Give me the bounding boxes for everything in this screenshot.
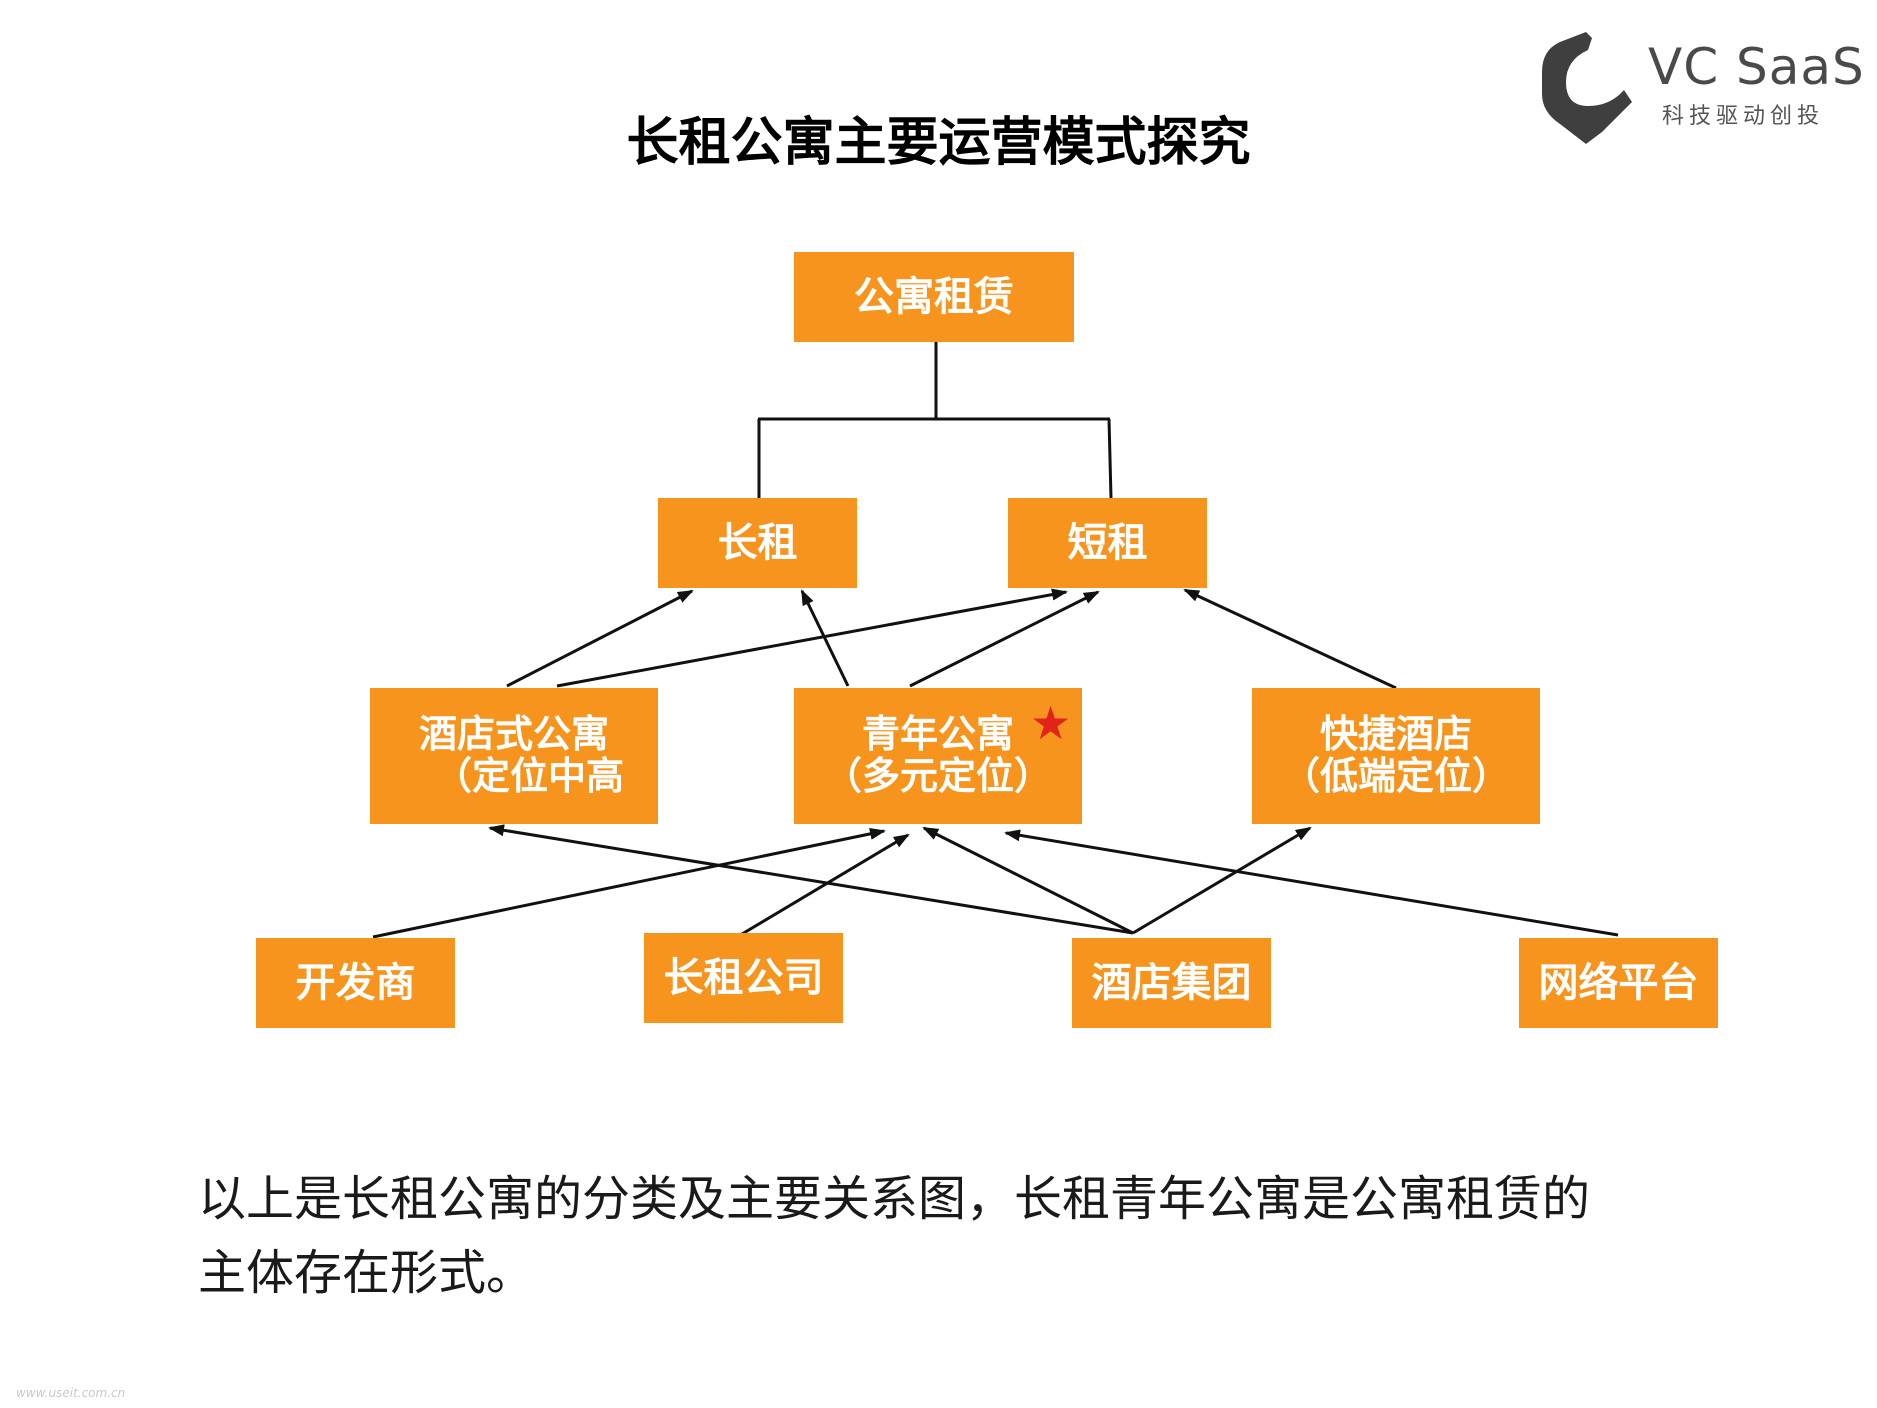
node-label-line1: 青年公寓 [861, 712, 1014, 757]
node-label: 长租 [717, 520, 798, 566]
page-title: 长租公寓主要运营模式探究 [626, 113, 1251, 173]
node-developer: 开发商 [256, 938, 455, 1028]
node-label-line2: （多元定位） [823, 754, 1052, 798]
node-long-rent: 长租 [658, 498, 857, 588]
node-label: 长租公司 [663, 955, 824, 1001]
caption-line2: 主体存在形式。 [198, 1245, 535, 1301]
bracket-short-rent-drop [1107, 418, 1113, 499]
vc-saas-logo: VC SaaS 科技驱动创投 [1540, 28, 1864, 148]
edge-long-rent-company-youth-apartment [736, 833, 910, 939]
node-budget-hotel: 快捷酒店 （低端定位） [1252, 688, 1540, 824]
edge-hotel-apartment-long-rent [506, 589, 694, 688]
edge-hotel-group-hotel-apartment [488, 824, 1134, 935]
edge-hotel-group-youth-apartment [922, 826, 1134, 935]
caption-line1: 以上是长租公寓的分类及主要关系图，长租青年公寓是公寓租赁的 [198, 1171, 1591, 1227]
node-apartment-rental: 公寓租赁 [794, 252, 1074, 342]
node-label-line2: （定位中高 [433, 754, 624, 798]
edge-budget-hotel-short-rent [1183, 588, 1397, 690]
node-label: 网络平台 [1538, 960, 1699, 1006]
node-youth-apartment: 青年公寓 （多元定位） [794, 688, 1082, 824]
logo-tagline: 科技驱动创投 [1662, 104, 1825, 129]
node-hotel-apartment: 酒店式公寓 （定位中高 [370, 688, 658, 824]
node-online-platform: 网络平台 [1519, 938, 1718, 1028]
logo-mark-icon [1542, 32, 1632, 144]
logo-name: VC SaaS [1648, 38, 1865, 96]
edge-hotel-group-budget-hotel [1132, 826, 1312, 935]
caption-text: 以上是长租公寓的分类及主要关系图，长租青年公寓是公寓租赁的 主体存在形式。 [198, 1162, 1718, 1310]
node-hotel-group: 酒店集团 [1072, 938, 1271, 1028]
node-label-line1: 酒店式公寓 [418, 712, 609, 757]
edge-online-platform-youth-apartment [1004, 829, 1619, 937]
node-label: 短租 [1067, 520, 1148, 566]
edge-developer-youth-apartment [372, 827, 886, 939]
star-icon: ★ [1030, 696, 1072, 750]
node-label-line2: （低端定位） [1281, 754, 1510, 798]
node-label: 酒店集团 [1091, 960, 1252, 1006]
node-label-line1: 快捷酒店 [1319, 712, 1472, 757]
edge-youth-apartment-short-rent [909, 590, 1100, 688]
node-label: 开发商 [295, 960, 416, 1006]
node-label: 公寓租赁 [854, 274, 1014, 320]
edge-youth-apartment-long-rent [800, 589, 850, 687]
node-short-rent: 短租 [1008, 498, 1207, 588]
watermark: www.useit.com.cn [16, 1386, 126, 1400]
edge-hotel-apartment-short-rent [556, 588, 1068, 688]
node-long-rent-company: 长租公司 [644, 933, 843, 1023]
